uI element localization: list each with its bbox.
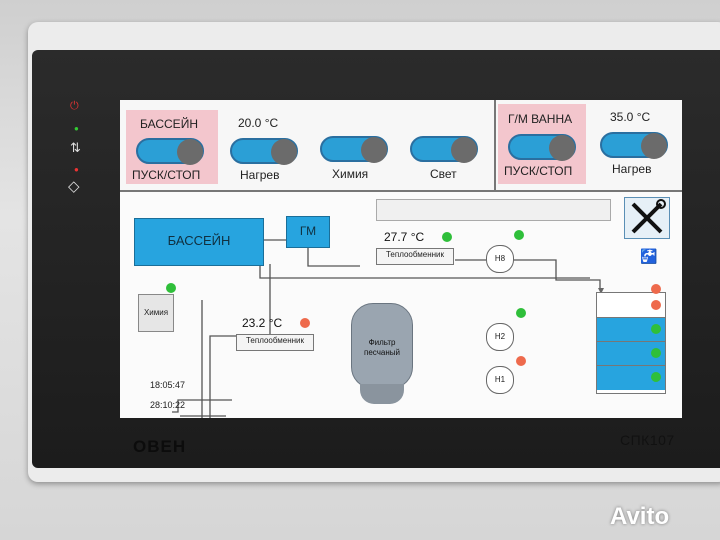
wrench-screwdriver-icon — [631, 199, 666, 234]
pool-tank-label: БАССЕЙН — [167, 233, 231, 248]
hm-heating-label: Нагрев — [612, 162, 652, 176]
pool-temperature: 20.0 °C — [238, 116, 279, 130]
power-icon: ⏻ — [70, 100, 79, 112]
gm-label: ГМ — [299, 224, 317, 238]
brand-logo: ОВЕН — [133, 437, 187, 456]
pump-h1-label: Н1 — [494, 375, 506, 384]
level-sensor-3 — [651, 324, 661, 334]
hm-bath-label: Г/М ВАННА — [508, 112, 573, 126]
alarm-led-icon: ● — [74, 165, 79, 174]
pump-h2-label: Н2 — [494, 332, 506, 341]
filter-label-2: песчаный — [364, 348, 400, 357]
pump-h8-label: Н8 — [494, 254, 506, 263]
filter-label-1: Фильтр — [368, 338, 396, 347]
pool-start-toggle[interactable] — [136, 138, 204, 165]
toggle-knob — [361, 137, 387, 163]
level-sensor-4 — [651, 348, 661, 358]
status-progress-bar — [376, 199, 611, 221]
pump-h8[interactable]: Н8 — [486, 245, 514, 273]
hx2-status-indicator — [300, 318, 310, 328]
hm-temperature: 35.0 °C — [610, 110, 651, 124]
settings-button[interactable] — [624, 197, 670, 239]
watermark: Avito — [610, 503, 670, 530]
hm-heating-toggle[interactable] — [600, 132, 668, 159]
chem-status-indicator — [166, 283, 176, 293]
sand-filter-base — [360, 384, 404, 404]
toggle-knob — [177, 139, 203, 165]
pump-h8-status — [514, 230, 524, 240]
hx1-label: Теплообменник — [385, 250, 445, 259]
hmi-screen: БАССЕЙН ПУСК/СТОП 20.0 °C Нагрев Химия С… — [120, 100, 682, 418]
chemistry-label: Химия — [332, 167, 369, 181]
hm-start-stop-label: ПУСК/СТОП — [504, 164, 573, 178]
diamond-alarm-icon: ◇ — [68, 178, 80, 195]
pool-label: БАССЕЙН — [140, 117, 198, 131]
current-time: 18:05:47 — [150, 380, 186, 390]
toggle-knob — [451, 137, 477, 163]
chemistry-unit[interactable]: Химия — [138, 294, 174, 332]
status-led-icon: ● — [74, 124, 79, 133]
heat-exchanger-2[interactable]: Теплообменник — [236, 334, 314, 351]
level-sensor-5 — [651, 372, 661, 382]
light-toggle[interactable] — [410, 136, 478, 163]
chemistry-toggle[interactable] — [320, 136, 388, 163]
pump-h1[interactable]: Н1 — [486, 366, 514, 394]
pool-tank[interactable]: БАССЕЙН — [134, 218, 264, 266]
uptime: 28:10:22 — [150, 400, 186, 410]
pump-h1-status — [516, 356, 526, 366]
pool-start-stop-label: ПУСК/СТОП — [132, 168, 201, 182]
model-label: СПК107 — [620, 432, 675, 448]
gm-tank[interactable]: ГМ — [286, 216, 330, 248]
hx2-label: Теплообменник — [245, 336, 305, 345]
hx1-status-indicator — [442, 232, 452, 242]
hm-bath-start-toggle[interactable] — [508, 134, 576, 161]
hx1-temperature: 27.7 °C — [384, 230, 425, 244]
pump-h2-status — [516, 308, 526, 318]
heating-label: Нагрев — [240, 168, 280, 182]
hx2-temperature: 23.2 °C — [242, 316, 283, 330]
toggle-knob — [641, 133, 667, 159]
heat-exchanger-1[interactable]: Теплообменник — [376, 248, 454, 265]
sand-filter[interactable]: Фильтр песчаный — [351, 303, 413, 389]
light-label: Свет — [430, 167, 457, 181]
control-bar: БАССЕЙН ПУСК/СТОП 20.0 °C Нагрев Химия С… — [120, 100, 682, 192]
exchange-arrows-icon: ⇅ — [70, 140, 81, 155]
toggle-knob — [271, 139, 297, 165]
water-tap-icon: 🚰 — [640, 248, 658, 264]
level-sensor-2 — [651, 300, 661, 310]
pump-h2[interactable]: Н2 — [486, 323, 514, 351]
chem-label: Химия — [143, 308, 169, 317]
level-sensor-1 — [651, 284, 661, 294]
toggle-knob — [549, 135, 575, 161]
divider — [494, 100, 496, 190]
heating-toggle[interactable] — [230, 138, 298, 165]
